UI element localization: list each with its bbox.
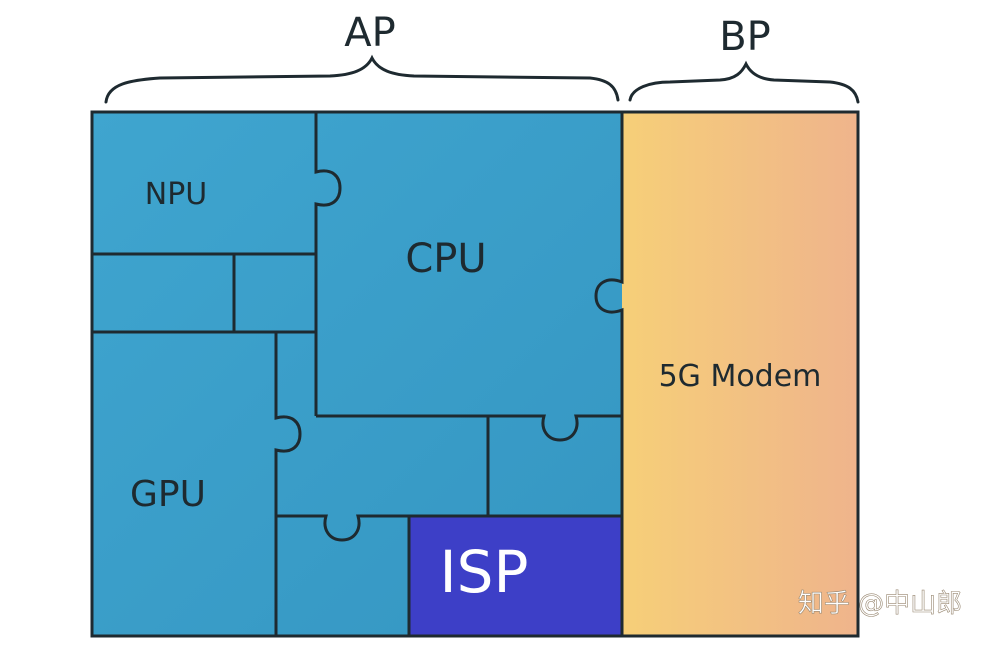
bp-label: BP: [719, 14, 771, 60]
bp-region: [622, 112, 858, 636]
modem-label: 5G Modem: [659, 359, 822, 394]
cpu-left-edge: [314, 112, 342, 416]
cpu-bottom-edge: [316, 414, 622, 442]
watermark: 知乎 @中山郎: [798, 589, 962, 619]
ap-brace: [104, 54, 620, 104]
gpu-right-edge: [274, 332, 302, 636]
ap-bp-divider: [594, 112, 624, 636]
ap-label: AP: [344, 10, 395, 56]
isp-label: ISP: [440, 538, 529, 606]
cpu-label: CPU: [405, 236, 486, 282]
lower-row-edge: [276, 514, 622, 542]
chip-outline: [90, 110, 860, 638]
gpu-label: GPU: [130, 474, 206, 515]
isp-block: [409, 516, 622, 636]
npu-label: NPU: [145, 177, 208, 212]
bp-brace: [628, 60, 860, 104]
